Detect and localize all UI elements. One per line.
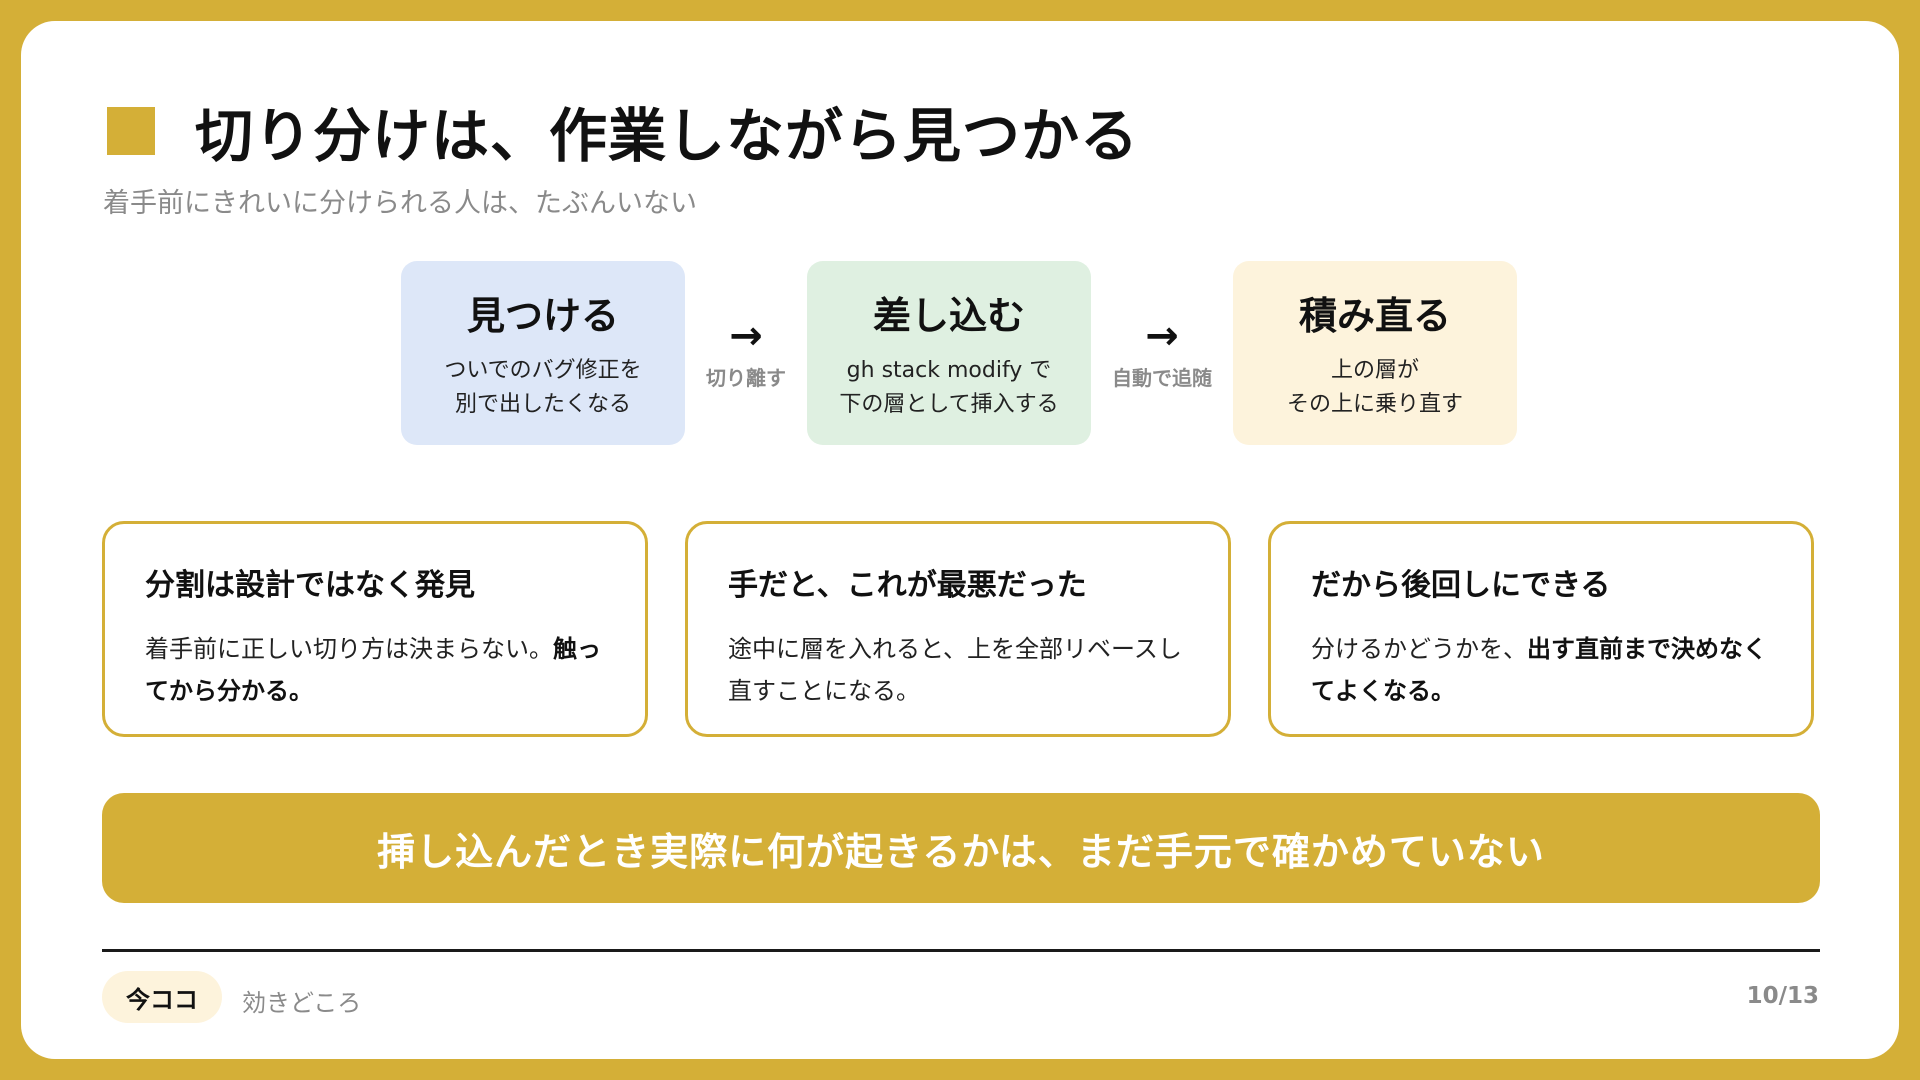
page-title: 切り分けは、作業しながら見つかる: [195, 102, 1140, 170]
card-body: 途中に層を入れると、上を全部リベースし直すことになる。: [728, 628, 1188, 712]
point-cards: 分割は設計ではなく発見 着手前に正しい切り方は決まらない。触ってから分かる。 手…: [102, 521, 1814, 737]
title-square-icon: [107, 107, 155, 155]
card-body: 着手前に正しい切り方は決まらない。触ってから分かる。: [145, 628, 605, 712]
connector-label: 切り離す: [706, 365, 786, 390]
current-section-badge: 今ココ: [102, 971, 222, 1023]
card-body-text: 途中に層を入れると、上を全部リベースし直すことになる。: [728, 635, 1182, 705]
page-number: 10/13: [1746, 983, 1819, 1009]
flow-step-desc: ついでのバグ修正を 別で出したくなる: [444, 357, 642, 417]
card-body: 分けるかどうかを、出す直前まで決めなくてよくなる。: [1311, 628, 1771, 712]
title-row: 切り分けは、作業しながら見つかる: [107, 89, 1139, 173]
footer-divider: [102, 949, 1820, 952]
flow-step-title: 差し込む: [872, 293, 1025, 338]
point-card: 分割は設計ではなく発見 着手前に正しい切り方は決まらない。触ってから分かる。: [102, 521, 648, 737]
connector-label: 自動で追随: [1112, 365, 1212, 390]
arrow-right-icon: →: [1145, 312, 1179, 359]
flow-step-find: 見つける ついでのバグ修正を 別で出したくなる: [401, 261, 685, 445]
page-subtitle: 着手前にきれいに分けられる人は、たぶんいない: [103, 188, 697, 219]
flow-step-desc: 上の層が その上に乗り直す: [1286, 357, 1463, 417]
card-body-text: 着手前に正しい切り方は決まらない。: [145, 635, 553, 663]
card-body-emphasis: 出す直前まで決めなくてよくなる。: [1311, 635, 1767, 705]
flow-step-desc: gh stack modify で 下の層として挿入する: [839, 357, 1059, 417]
point-card: だから後回しにできる 分けるかどうかを、出す直前まで決めなくてよくなる。: [1268, 521, 1814, 737]
flow-step-restack: 積み直る 上の層が その上に乗り直す: [1233, 261, 1517, 445]
callout-text: 挿し込んだとき実際に何が起きるかは、まだ手元で確かめていない: [377, 829, 1545, 874]
callout-banner: 挿し込んだとき実際に何が起きるかは、まだ手元で確かめていない: [102, 793, 1820, 903]
arrow-right-icon: →: [729, 312, 763, 359]
flow-step-title: 積み直る: [1298, 293, 1451, 338]
card-title: だから後回しにできる: [1311, 568, 1611, 603]
card-title: 手だと、これが最悪だった: [728, 568, 1087, 603]
flow-step-title: 見つける: [466, 293, 619, 338]
flow-step-insert: 差し込む gh stack modify で 下の層として挿入する: [807, 261, 1091, 445]
card-body-text: 分けるかどうかを、: [1311, 635, 1527, 663]
slide: 切り分けは、作業しながら見つかる 着手前にきれいに分けられる人は、たぶんいない …: [21, 21, 1899, 1059]
point-card: 手だと、これが最悪だった 途中に層を入れると、上を全部リベースし直すことになる。: [685, 521, 1231, 737]
process-flow: 見つける ついでのバグ修正を 別で出したくなる → 切り離す 差し込む gh s…: [401, 261, 1517, 445]
flow-connector: → 切り離す: [685, 316, 807, 391]
card-body-emphasis: 触ってから分かる。: [145, 635, 601, 705]
next-section-label: 効きどころ: [242, 989, 362, 1017]
flow-connector: → 自動で追随: [1091, 316, 1233, 391]
card-title: 分割は設計ではなく発見: [145, 568, 475, 603]
